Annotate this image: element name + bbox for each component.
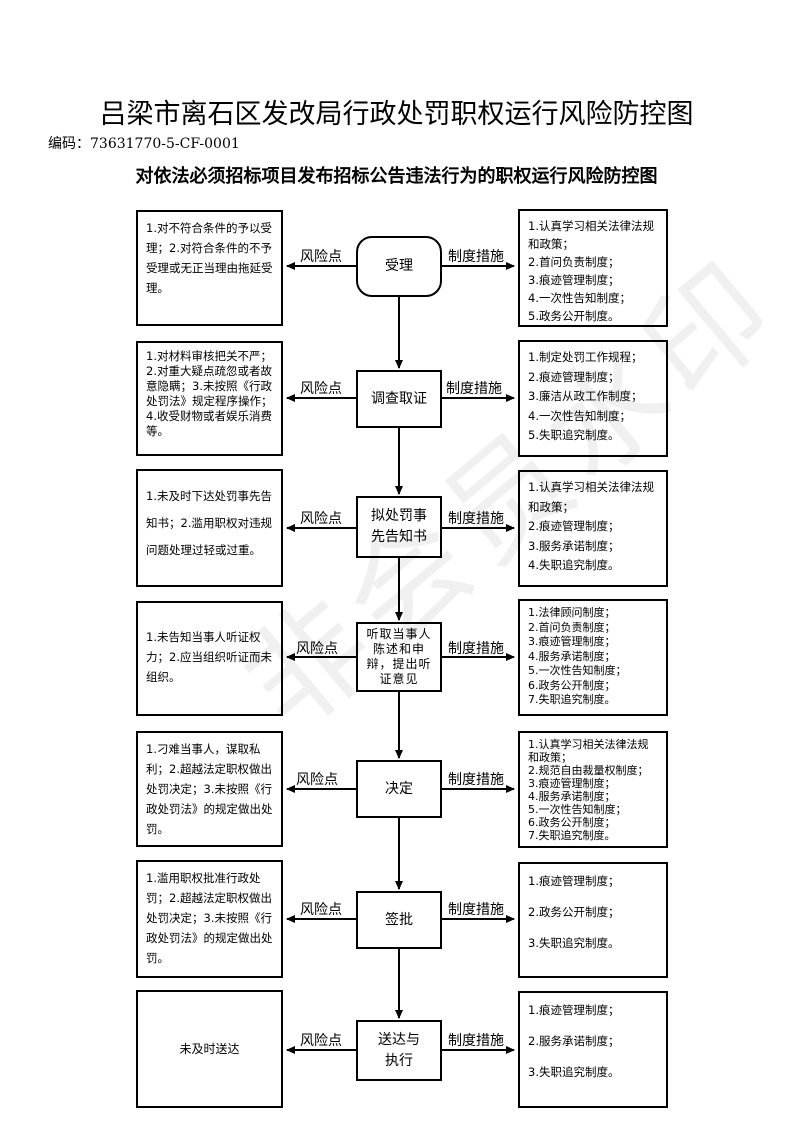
measure-item: 1.痕迹管理制度； xyxy=(528,874,620,888)
risk-box-delivery: 未及时送达 xyxy=(136,990,283,1108)
document-code: 编码：73631770-5-CF-0001 xyxy=(48,136,240,152)
risk-box-prior-notice: 1.未及时下达处罚事先告知书；2.滥用职权对违规问题处理过轻或过重。 xyxy=(136,469,283,587)
measure-box-investigation: 1.制定处罚工作规程； 2.痕迹管理制度； 3.廉洁从政工作制度； 4.一次性告… xyxy=(518,340,668,457)
measure-item: 5.一次性告知制度； xyxy=(528,664,627,677)
measure-item: 1.认真学习相关法律法规和政策； xyxy=(528,219,654,251)
risk-label: 风险点 xyxy=(300,381,342,397)
measure-item: 7.失职追究制度。 xyxy=(528,693,616,706)
measure-label: 制度措施 xyxy=(448,641,504,657)
risk-box-decision: 1.刁难当事人，谋取私利；2.超越法定职权做出处罚决定；3.未按照《行政处罚法》… xyxy=(136,731,283,847)
measure-item: 1.法律顾问制度； xyxy=(528,606,616,619)
measure-item: 5.失职追究制度。 xyxy=(528,428,620,442)
measure-item: 1.痕迹管理制度； xyxy=(528,1003,620,1017)
step-prior-notice: 拟处罚事先告知书 xyxy=(356,496,442,558)
step-acceptance: 受理 xyxy=(356,236,442,297)
measure-item: 7.失职追究制度。 xyxy=(528,829,616,842)
chart-subtitle: 对依法必须招标项目发布招标公告违法行为的职权运行风险防控图 xyxy=(135,166,658,187)
measure-item: 2.首问负责制度； xyxy=(528,620,616,634)
measure-item: 1.认真学习相关法律法规和政策； xyxy=(528,480,654,514)
measure-item: 4.服务承诺制度； xyxy=(528,649,616,663)
measure-item: 5.一次性告知制度； xyxy=(528,803,627,816)
measure-item: 3.失职追究制度。 xyxy=(528,936,620,950)
risk-label: 风险点 xyxy=(296,772,338,788)
measure-item: 1.认真学习相关法律法规和政策； xyxy=(528,738,649,764)
measure-item: 4.失职追究制度。 xyxy=(528,558,620,572)
measure-item: 6.政务公开制度； xyxy=(528,816,616,829)
measure-label: 制度措施 xyxy=(448,511,504,527)
measure-label: 制度措施 xyxy=(448,772,504,788)
measure-box-decision: 1.认真学习相关法律法规和政策； 2.规范自由裁量权制度； 3.痕迹管理制度； … xyxy=(518,731,668,848)
risk-box-hearing: 1.未告知当事人听证权力；2.应当组织听证而未组织。 xyxy=(136,601,283,716)
step-decision: 决定 xyxy=(356,760,442,818)
measure-item: 4.一次性告知制度； xyxy=(528,408,631,423)
risk-box-investigation: 1.对材料审核把关不严；2.对重大疑点疏忽或者故意隐瞒；3.未按照《行政处罚法》… xyxy=(136,341,283,456)
measure-item: 2.规范自由裁量权制度； xyxy=(528,764,649,777)
measure-box-hearing: 1.法律顾问制度； 2.首问负责制度； 3.痕迹管理制度； 4.服务承诺制度； … xyxy=(518,599,668,716)
risk-box-approval: 1.滥用职权批准行政处罚；2.超越法定职权做出处罚决定；3.未按照《行政处罚法》… xyxy=(136,860,283,978)
measure-item: 2.服务承诺制度； xyxy=(528,1034,620,1048)
measure-item: 3.失职追究制度。 xyxy=(528,1065,620,1079)
measure-box-acceptance: 1.认真学习相关法律法规和政策； 2.首问负责制度； 3.痕迹管理制度； 4.一… xyxy=(518,209,668,327)
page-title: 吕梁市离石区发改局行政处罚职权运行风险防控图 xyxy=(99,99,694,130)
measure-item: 2.痕迹管理制度； xyxy=(528,519,620,533)
risk-box-acceptance: 1.对不符合条件的予以受理；2.对符合条件的不予受理或无正当理由拖延受理。 xyxy=(136,210,283,326)
measure-box-delivery: 1.痕迹管理制度； 2.服务承诺制度； 3.失职追究制度。 xyxy=(518,991,668,1108)
measure-item: 3.廉洁从政工作制度； xyxy=(528,389,643,403)
measure-item: 3.痕迹管理制度； xyxy=(528,777,616,790)
measure-item: 6.政务公开制度； xyxy=(528,678,616,692)
measure-item: 2.痕迹管理制度； xyxy=(528,369,620,384)
risk-label: 风险点 xyxy=(296,641,338,657)
risk-label: 风险点 xyxy=(300,249,342,265)
risk-label: 风险点 xyxy=(300,902,342,918)
step-delivery-execution: 送达与执行 xyxy=(356,1020,442,1081)
measure-label: 制度措施 xyxy=(446,381,502,397)
measure-item: 1.制定处罚工作规程； xyxy=(528,350,643,364)
measure-item: 2.首问负责制度； xyxy=(528,255,620,269)
measure-item: 3.痕迹管理制度； xyxy=(528,273,620,287)
measure-item: 5.政务公开制度。 xyxy=(528,309,620,323)
risk-label: 风险点 xyxy=(300,511,342,527)
measure-label: 制度措施 xyxy=(448,249,504,265)
step-investigation: 调查取证 xyxy=(356,370,442,428)
measure-item: 3.痕迹管理制度； xyxy=(528,635,616,648)
step-approval: 签批 xyxy=(356,891,442,949)
measure-item: 2.政务公开制度； xyxy=(528,905,620,919)
measure-item: 4.服务承诺制度； xyxy=(528,790,616,803)
measure-label: 制度措施 xyxy=(448,902,504,918)
measure-label: 制度措施 xyxy=(448,1033,504,1049)
measure-box-approval: 1.痕迹管理制度； 2.政务公开制度； 3.失职追究制度。 xyxy=(518,862,668,978)
risk-label: 风险点 xyxy=(300,1033,342,1049)
step-hearing: 听取当事人陈述和申辩，提出听证意见 xyxy=(356,622,442,692)
measure-item: 4.一次性告知制度； xyxy=(528,291,631,305)
measure-box-prior-notice: 1.认真学习相关法律法规和政策； 2.痕迹管理制度； 3.服务承诺制度； 4.失… xyxy=(518,470,668,587)
measure-item: 3.服务承诺制度； xyxy=(528,538,620,553)
